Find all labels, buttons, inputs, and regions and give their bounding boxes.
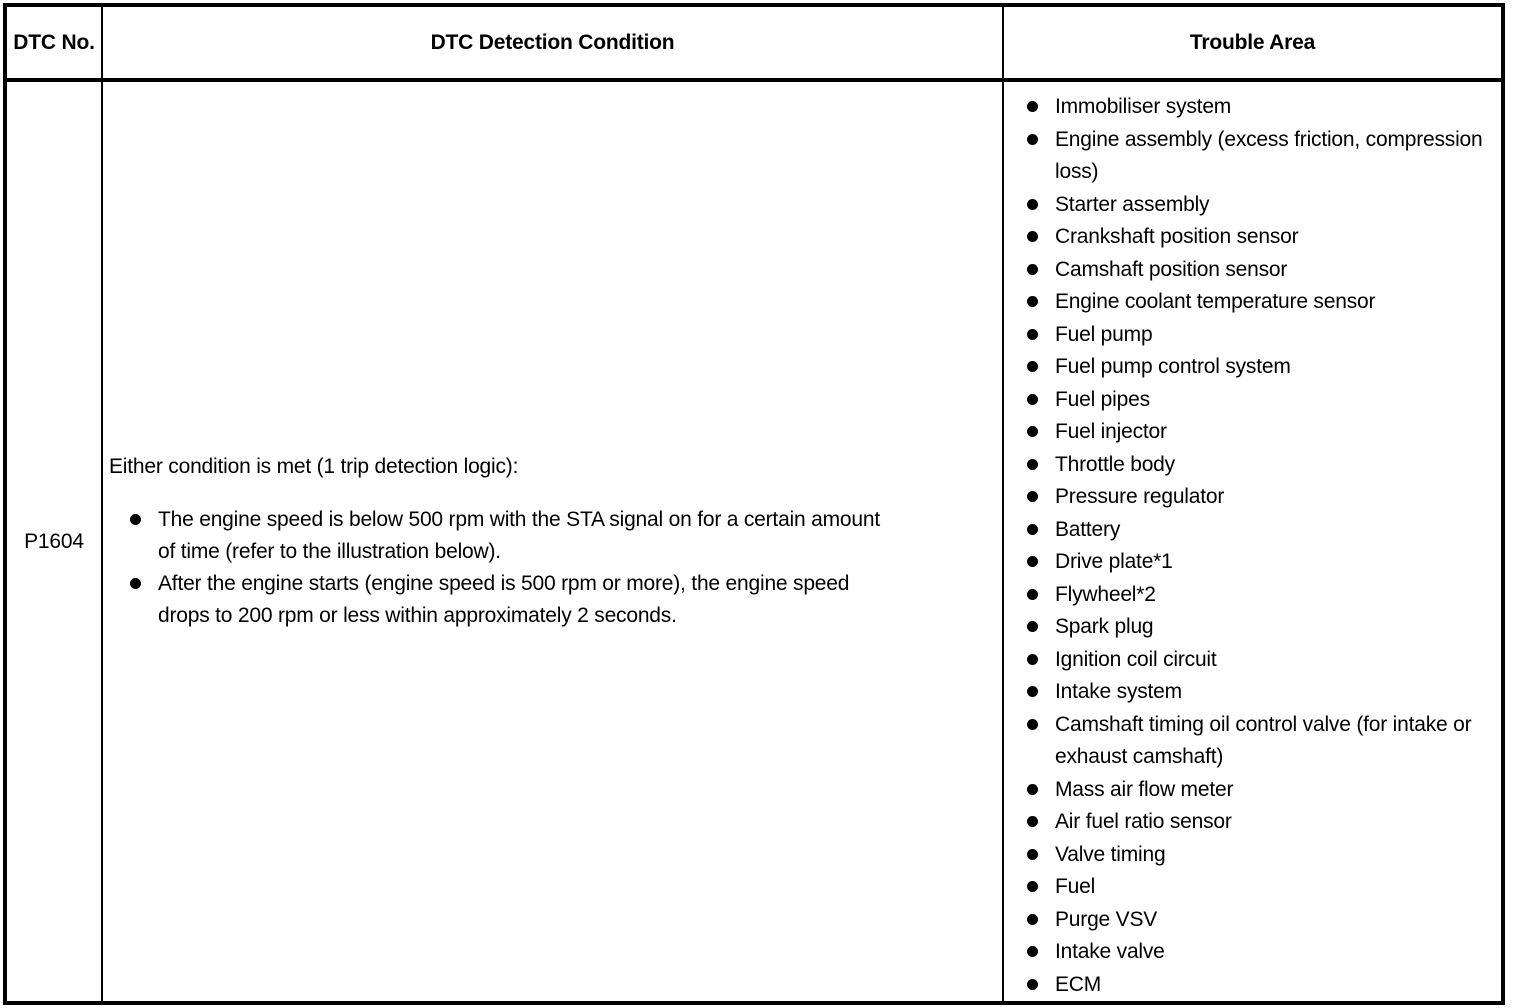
dtc-table: DTC No. DTC Detection Condition Trouble … [3, 3, 1505, 1005]
trouble-area-item: ECM [1027, 969, 1501, 1002]
trouble-area-item: Valve timing [1027, 839, 1501, 872]
condition-list: The engine speed is below 500 rpm with t… [109, 504, 1001, 632]
trouble-area-item: Immobiliser system [1027, 91, 1501, 124]
bullet-icon [1027, 588, 1038, 600]
trouble-area-item: Camshaft position sensor [1027, 254, 1501, 287]
header-detection-condition: DTC Detection Condition [101, 4, 1004, 82]
trouble-area-item-text: Ignition coil circuit [1055, 647, 1217, 671]
trouble-area-item: Battery [1027, 514, 1501, 547]
bullet-icon [1027, 946, 1038, 957]
trouble-area-item: Ignition coil circuit [1027, 644, 1501, 677]
condition-item-text: The engine speed is below 500 rpm with t… [158, 508, 880, 563]
bullet-icon [1027, 783, 1038, 795]
bullet-icon [1027, 718, 1038, 730]
trouble-area-item-text: Fuel pump [1055, 322, 1153, 346]
trouble-area-item: Fuel pump control system [1027, 351, 1501, 384]
trouble-area-item: Starter assembly [1027, 189, 1501, 222]
bullet-icon [1027, 198, 1038, 210]
trouble-area-item-text: Camshaft timing oil control valve (for i… [1055, 712, 1472, 769]
bullet-icon [1027, 686, 1038, 697]
trouble-area-item: Fuel injector [1027, 416, 1501, 449]
trouble-area-item: Engine coolant temperature sensor [1027, 286, 1501, 319]
bullet-icon [1027, 913, 1038, 925]
bullet-icon [1027, 978, 1038, 990]
bullet-icon [1027, 816, 1038, 827]
bullet-icon [130, 578, 141, 589]
trouble-area-item-text: Mass air flow meter [1055, 777, 1234, 801]
trouble-area-item: Fuel [1027, 871, 1501, 904]
trouble-area-item-text: Intake system [1055, 680, 1182, 703]
trouble-area-item-text: Crankshaft position sensor [1055, 225, 1299, 248]
condition-item-text: After the engine starts (engine speed is… [158, 572, 850, 627]
trouble-area-item: Throttle body [1027, 449, 1501, 482]
trouble-area-item-text: Air fuel ratio sensor [1055, 810, 1232, 833]
trouble-area-item-text: Throttle body [1055, 452, 1175, 476]
bullet-icon [1027, 231, 1038, 242]
bullet-icon [1027, 491, 1038, 502]
bullet-icon [1027, 296, 1038, 307]
header-dtc-no: DTC No. [4, 4, 103, 82]
trouble-area-item-text: Purge VSV [1055, 907, 1158, 931]
trouble-area-item: Camshaft timing oil control valve (for i… [1027, 709, 1501, 774]
trouble-area-item-text: Starter assembly [1055, 192, 1210, 216]
trouble-area-item: Pressure regulator [1027, 481, 1501, 514]
trouble-area-item-text: Battery [1055, 517, 1121, 541]
trouble-area-item: Drive plate*1 [1027, 546, 1501, 579]
table-row: P1604 Either condition is met (1 trip de… [4, 79, 1504, 1004]
trouble-area-item: Intake valve [1027, 936, 1501, 969]
table-header-row: DTC No. DTC Detection Condition Trouble … [4, 4, 1504, 82]
bullet-icon [1027, 328, 1038, 340]
bullet-icon [1027, 458, 1038, 470]
bullet-icon [1027, 133, 1038, 145]
trouble-area-item-text: ECM [1055, 972, 1102, 996]
trouble-area-item-text: Engine assembly (excess friction, compre… [1055, 127, 1483, 184]
trouble-area-item-text: Intake valve [1055, 940, 1165, 963]
trouble-area-item-text: Pressure regulator [1055, 485, 1225, 508]
trouble-area-item: Intake system [1027, 676, 1501, 709]
trouble-area-item-text: Fuel pump control system [1055, 355, 1291, 378]
trouble-area-item-text: Valve timing [1055, 842, 1166, 866]
condition-intro-text: Either condition is met (1 trip detectio… [109, 455, 519, 478]
trouble-area-item: Spark plug [1027, 611, 1501, 644]
trouble-area-item-text: Flywheel*2 [1055, 582, 1156, 606]
trouble-area-item: Flywheel*2 [1027, 579, 1501, 612]
header-trouble-area: Trouble Area [1002, 4, 1504, 82]
trouble-area-item: Air fuel ratio sensor [1027, 806, 1501, 839]
bullet-icon [1027, 881, 1038, 892]
bullet-icon [1027, 848, 1038, 860]
trouble-area-item: Purge VSV [1027, 904, 1501, 937]
detection-condition-cell: Either condition is met (1 trip detectio… [101, 79, 1004, 1004]
bullet-icon [1027, 621, 1038, 632]
trouble-area-item: Mass air flow meter [1027, 774, 1501, 807]
trouble-area-item-text: Spark plug [1055, 615, 1154, 638]
trouble-area-item-text: Camshaft position sensor [1055, 257, 1288, 281]
trouble-area-item-text: Engine coolant temperature sensor [1055, 290, 1376, 313]
trouble-area-item-text: Immobiliser system [1055, 95, 1232, 118]
trouble-area-item: Crankshaft position sensor [1027, 221, 1501, 254]
trouble-area-item-text: Fuel [1055, 875, 1096, 898]
bullet-icon [1027, 556, 1038, 567]
condition-item: After the engine starts (engine speed is… [130, 568, 1001, 632]
bullet-icon [1027, 653, 1038, 665]
condition-item: The engine speed is below 500 rpm with t… [130, 504, 1001, 568]
bullet-icon [1027, 101, 1038, 112]
trouble-area-item: Fuel pipes [1027, 384, 1501, 417]
bullet-icon [1027, 393, 1038, 405]
bullet-icon [130, 514, 141, 525]
trouble-area-item-text: Fuel pipes [1055, 387, 1150, 411]
trouble-area-item-text: Drive plate*1 [1055, 550, 1173, 573]
bullet-icon [1027, 426, 1038, 437]
bullet-icon [1027, 361, 1038, 372]
trouble-area-item-text: Fuel injector [1055, 420, 1167, 443]
bullet-icon [1027, 263, 1038, 275]
trouble-area-item: Engine assembly (excess friction, compre… [1027, 124, 1501, 189]
dtc-number-cell: P1604 [4, 79, 103, 1004]
trouble-area-item: Fuel pump [1027, 319, 1501, 352]
bullet-icon [1027, 523, 1038, 535]
